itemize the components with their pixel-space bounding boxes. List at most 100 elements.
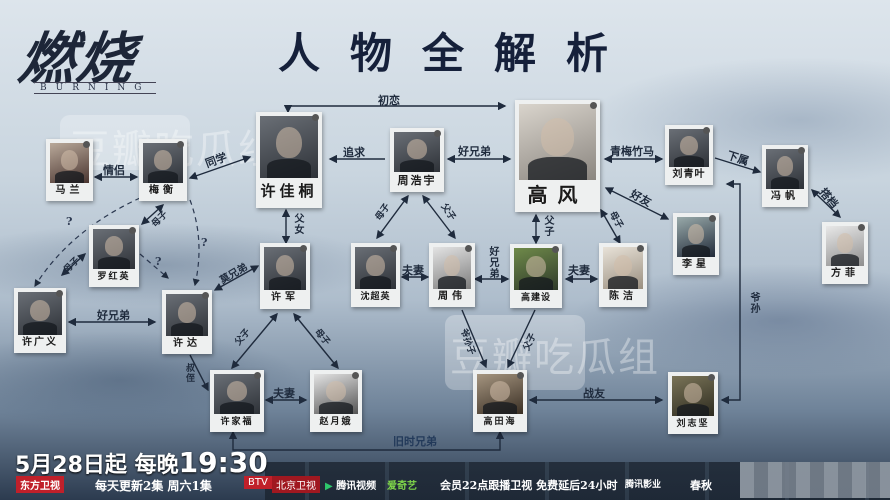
character-card-xu-jiafu[interactable]: 许家福 xyxy=(210,370,264,432)
pin-icon xyxy=(637,245,644,252)
portrait-image xyxy=(766,149,804,189)
label-old-brothers: 旧时兄弟 xyxy=(393,435,437,448)
character-name: 周浩宇 xyxy=(397,174,437,187)
label-good-brothers-xu: 好兄弟 xyxy=(97,309,130,322)
pin-icon xyxy=(312,114,319,121)
vip-note: 会员22点跟播卫视 免费延后24小时 xyxy=(440,479,618,492)
pin-icon xyxy=(129,227,136,234)
pin-icon xyxy=(177,141,184,148)
portrait-image xyxy=(677,217,715,257)
pin-icon xyxy=(517,372,524,379)
btv-logo: BTV xyxy=(244,476,272,489)
character-card-shen-chaoying[interactable]: 沈超英 xyxy=(351,243,400,307)
portrait-image xyxy=(603,247,643,289)
label-grandfather-grandson: 爷孙 xyxy=(748,292,759,314)
label-childhood-sweethearts: 青梅竹马 xyxy=(610,145,654,158)
portrait-image xyxy=(826,226,864,266)
air-date-nightly: 每晚 xyxy=(134,453,179,478)
character-name: 许军 xyxy=(271,292,299,303)
character-name: 周伟 xyxy=(438,291,466,302)
portrait-image xyxy=(314,374,358,414)
portrait-image xyxy=(143,143,183,183)
portrait-image xyxy=(514,248,558,290)
unknown-mark-3: ? xyxy=(201,236,208,249)
unknown-mark-1: ? xyxy=(66,215,73,228)
character-card-liu-qingye[interactable]: 刘青叶 xyxy=(665,125,713,185)
character-card-ma-lan[interactable]: 马兰 xyxy=(46,139,93,201)
character-card-li-xing[interactable]: 李星 xyxy=(673,213,719,275)
character-card-feng-fan[interactable]: 冯帆 xyxy=(762,145,808,207)
character-name: 许佳桐 xyxy=(260,182,318,200)
portrait-image xyxy=(669,129,709,167)
character-card-mei-heng[interactable]: 梅衡 xyxy=(139,139,187,201)
character-name: 高田海 xyxy=(483,417,517,427)
portrait-image xyxy=(672,376,714,416)
character-card-fang-fei[interactable]: 方菲 xyxy=(822,222,868,284)
portrait-image xyxy=(50,143,89,183)
character-name: 沈超英 xyxy=(360,292,391,302)
chunqiu-logo: 春秋 xyxy=(690,479,712,492)
pin-icon xyxy=(465,245,472,252)
label-comrades: 战友 xyxy=(583,387,605,400)
dragon-tv-logo: 东方卫视 xyxy=(16,476,64,493)
pin-icon xyxy=(703,127,710,134)
label-husband-wife-gao: 夫妻 xyxy=(568,264,590,277)
label-husband-wife-xu: 夫妻 xyxy=(273,387,295,400)
character-name: 陈洁 xyxy=(609,291,637,302)
label-husband-wife-shen: 夫妻 xyxy=(402,264,424,277)
portrait-image xyxy=(260,116,318,178)
character-card-gao-feng[interactable]: 高风 xyxy=(515,100,600,212)
air-date: 5月28日起 每晚19:30 xyxy=(15,446,268,479)
unknown-mark-2: ? xyxy=(155,255,162,268)
character-card-chen-jie[interactable]: 陈洁 xyxy=(599,243,647,307)
character-name: 方菲 xyxy=(831,268,859,279)
character-card-zhou-haoyu[interactable]: 周浩宇 xyxy=(390,128,444,192)
pixelated-region xyxy=(740,462,890,498)
character-card-gao-tianhai[interactable]: 高田海 xyxy=(473,370,527,432)
character-card-zhou-wei[interactable]: 周伟 xyxy=(429,243,475,307)
character-card-gao-jianshe[interactable]: 高建设 xyxy=(510,244,562,308)
character-name: 梅衡 xyxy=(149,185,177,196)
label-first-love: 初恋 xyxy=(378,94,400,107)
character-card-xu-guangyi[interactable]: 许广义 xyxy=(14,288,66,353)
character-name: 许达 xyxy=(173,338,201,349)
character-name: 罗红英 xyxy=(97,272,131,282)
portrait-image xyxy=(355,247,396,289)
portrait-image xyxy=(477,374,523,414)
pin-icon xyxy=(83,141,90,148)
label-good-brothers-zhou-gao: 好兄弟 xyxy=(487,246,498,279)
pin-icon xyxy=(434,130,441,137)
btv-name: 北京卫视 xyxy=(272,476,320,493)
pin-icon xyxy=(590,102,597,109)
character-card-xu-jiatong[interactable]: 许佳桐 xyxy=(256,112,322,208)
tencent-video-name: 腾讯视频 xyxy=(336,481,377,492)
tencent-video-logo: ▶ 腾讯视频 xyxy=(325,477,376,492)
character-card-liu-zhijian[interactable]: 刘志坚 xyxy=(668,372,718,434)
character-card-luo-hongying[interactable]: 罗红英 xyxy=(89,225,139,287)
pin-icon xyxy=(858,224,865,231)
pin-icon xyxy=(390,245,397,252)
portrait-image xyxy=(519,104,596,180)
character-card-xu-da[interactable]: 许达 xyxy=(162,290,212,354)
portrait-image xyxy=(93,229,135,269)
iqiyi-logo: 爱奇艺 xyxy=(387,477,417,492)
character-name: 李星 xyxy=(682,259,710,270)
portrait-image xyxy=(214,374,260,414)
character-name: 高建设 xyxy=(520,293,551,303)
character-card-xu-jun[interactable]: 许军 xyxy=(260,243,310,309)
label-father-son-gao: 父子 xyxy=(542,215,553,237)
label-good-brothers: 好兄弟 xyxy=(458,145,491,158)
page-title: 人物全解析 xyxy=(278,29,639,78)
label-uncle-nephew: 叔侄 xyxy=(184,363,194,383)
label-pursue: 追求 xyxy=(343,146,365,159)
label-father-daughter: 父女 xyxy=(292,213,303,235)
portrait-image xyxy=(264,247,306,290)
pin-icon xyxy=(798,147,805,154)
portrait-image xyxy=(433,247,471,289)
character-card-zhao-yuee[interactable]: 赵月娥 xyxy=(310,370,362,432)
portrait-image xyxy=(18,292,62,335)
pin-icon xyxy=(254,372,261,379)
pin-icon xyxy=(552,246,559,253)
character-name: 刘志坚 xyxy=(676,419,710,429)
